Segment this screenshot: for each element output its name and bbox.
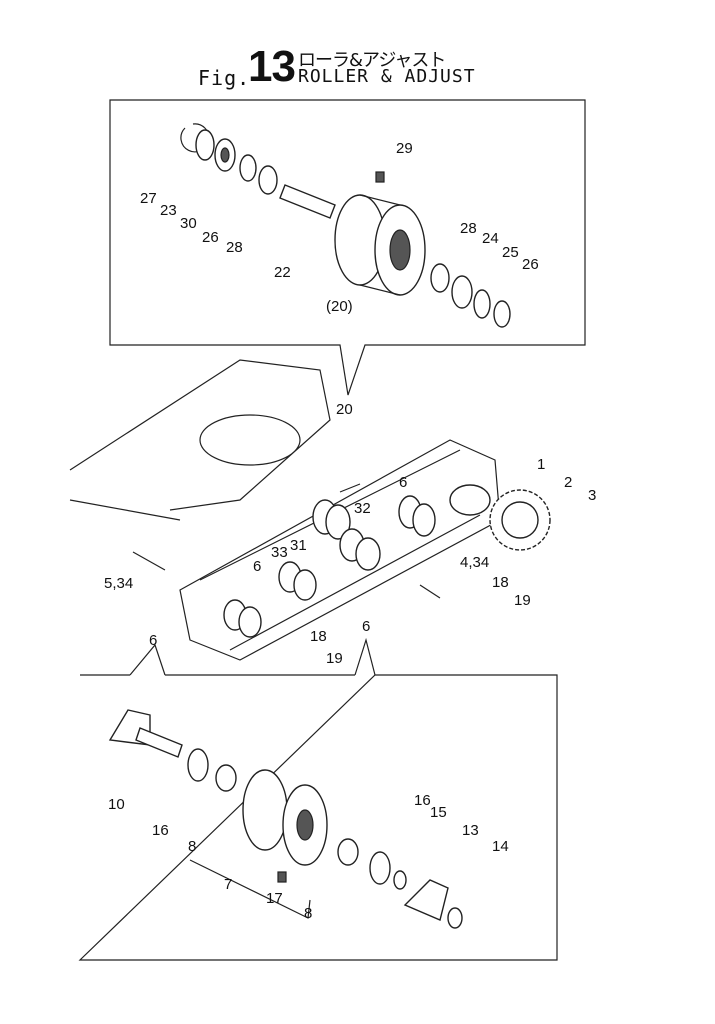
callout: 18 xyxy=(310,628,327,645)
callout: 7 xyxy=(224,876,232,893)
callout: 29 xyxy=(396,140,413,157)
callout: 27 xyxy=(140,190,157,207)
fig-prefix: Fig. xyxy=(198,66,251,90)
callout: 4,34 xyxy=(460,554,489,571)
callout: 14 xyxy=(492,838,509,855)
callout: 5,34 xyxy=(104,575,133,592)
callout-labels-bottom: 10 16 8 7 17 8 16 15 13 14 xyxy=(108,792,509,922)
callout: 13 xyxy=(462,822,479,839)
callout: 32 xyxy=(354,500,371,517)
callout: 33 xyxy=(271,544,288,561)
callout: 30 xyxy=(180,215,197,232)
callout: 28 xyxy=(460,220,477,237)
callout: 10 xyxy=(108,796,125,813)
callout: 20 xyxy=(336,401,353,418)
lower-roller-detail: 10 16 8 7 17 8 16 15 13 14 xyxy=(78,674,558,961)
callout: 19 xyxy=(514,592,531,609)
callout: 6 xyxy=(149,632,157,649)
callout: 8 xyxy=(188,838,196,855)
track-roller xyxy=(398,495,436,537)
callout: 25 xyxy=(502,244,519,261)
callout: 6 xyxy=(362,618,370,635)
callout: 31 xyxy=(290,537,307,554)
callout: 23 xyxy=(160,202,177,219)
callout: 8 xyxy=(304,905,312,922)
callout: (20) xyxy=(326,298,353,315)
callout: 16 xyxy=(152,822,169,839)
title-japanese: ローラ&アジャスト xyxy=(298,50,446,71)
title-english: ROLLER & ADJUST xyxy=(298,66,476,87)
callout: 28 xyxy=(226,239,243,256)
undercarriage-assembly: 20 1 2 3 6 32 33 31 5,34 6 4,34 18 19 6 … xyxy=(69,359,596,676)
callout: 6 xyxy=(399,474,407,491)
callout: 24 xyxy=(482,230,499,247)
callout: 2 xyxy=(564,474,572,491)
callout: 18 xyxy=(492,574,509,591)
track-roller xyxy=(278,561,317,601)
callout: 1 xyxy=(537,456,545,473)
track-roller xyxy=(223,599,262,638)
track-roller xyxy=(312,499,351,540)
callout: 3 xyxy=(588,487,596,504)
fig-number: 13 xyxy=(248,42,296,91)
track-roller xyxy=(339,528,381,571)
callout: 17 xyxy=(266,890,283,907)
callout: 6 xyxy=(253,558,261,575)
callout: 16 xyxy=(414,792,431,809)
callout-labels-middle: 20 1 2 3 6 32 33 31 5,34 6 4,34 18 19 6 … xyxy=(104,401,596,667)
callout: 22 xyxy=(274,264,291,281)
callout: 19 xyxy=(326,650,343,667)
callout-labels-top: 29 27 23 30 26 28 22 (20) 28 24 25 26 xyxy=(140,140,539,315)
callout: 26 xyxy=(522,256,539,273)
upper-roller-detail: 29 27 23 30 26 28 22 (20) 28 24 25 26 xyxy=(109,99,586,396)
callout: 15 xyxy=(430,804,447,821)
callout: 26 xyxy=(202,229,219,246)
